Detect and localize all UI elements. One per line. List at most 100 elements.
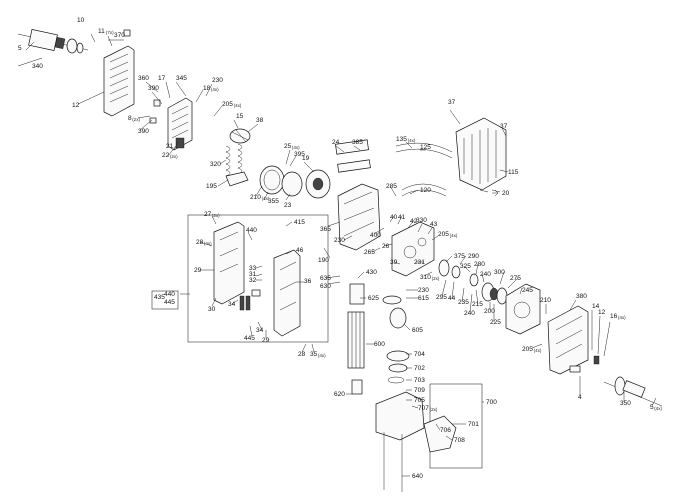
part-label-600: 600 [374,341,385,348]
part-label-qty-27: (2x) [212,213,220,218]
part-label-340: 340 [32,63,43,70]
part-label-22: 22 [162,152,170,159]
part-label-345: 345 [176,75,187,82]
part-label-245: 245 [522,287,533,294]
part-label-43: 43 [430,221,438,228]
part-label-32: 32 [249,277,257,284]
part-label-440a: 440 [246,227,257,234]
part-label-135: 135 [396,136,407,143]
part-label-46: 46 [296,247,304,254]
part-label-4: 4 [578,394,582,401]
part-label-17: 17 [158,75,166,82]
part-label-37b: 37 [500,123,508,130]
part-label-240a: 240 [480,271,491,278]
part-label-702: 702 [414,365,425,372]
part-label-14: 14 [592,303,600,310]
armature-part [17,29,89,54]
part-label-285: 285 [386,183,397,190]
part-label-10: 10 [77,17,85,24]
part-label-390b: 390 [138,128,149,135]
part-label-qty-210a: (4x) [262,196,270,201]
part-label-12a: 12 [72,102,80,109]
part-label-12b: 12 [598,309,606,316]
cylinder-part [347,283,407,395]
part-label-700: 700 [486,399,497,406]
right-housing-part [547,305,600,375]
part-label-615: 615 [418,295,429,302]
part-label-355: 355 [268,198,279,205]
rear-housing-part [103,29,135,117]
output-shaft-part [603,376,663,407]
part-label-350: 350 [620,400,631,407]
part-label-qty-135: (4x) [408,138,416,143]
lower-bracket-part [375,350,457,492]
part-label-31: 31 [249,271,257,278]
part-label-25: 25 [284,143,292,150]
part-label-115: 115 [508,169,519,176]
part-label-231: 231 [414,259,425,266]
part-label-225: 225 [490,319,501,326]
part-label-190: 190 [318,257,329,264]
stator-part [259,165,331,199]
part-label-365: 365 [320,226,331,233]
part-label-33: 33 [249,265,257,272]
part-label-310: 310 [420,274,431,281]
part-label-29a: 29 [194,267,202,274]
part-label-qty-16: (4x) [618,315,626,320]
handle-clip-part [395,142,453,197]
spring-part [225,143,249,187]
part-label-230c: 230 [418,287,429,294]
part-label-701: 701 [468,421,479,428]
part-label-34b: 34 [256,327,264,334]
part-label-44: 44 [448,295,456,302]
part-label-195: 195 [206,183,217,190]
part-label-qty-310: (2x) [432,276,440,281]
part-label-36: 36 [304,278,312,285]
part-label-30: 30 [208,306,216,313]
part-label-703: 703 [414,377,425,384]
fan-part [229,128,251,144]
part-label-8: 8 [128,115,132,122]
part-label-38: 38 [256,117,264,124]
part-label-265: 265 [364,249,375,256]
part-label-210b: 210 [540,297,551,304]
part-label-290: 290 [468,253,479,260]
part-label-qty-18: (4x) [211,87,219,92]
part-label-37a: 37 [448,99,456,106]
part-label-440b: 440 [164,291,175,298]
part-label-295: 295 [436,294,447,301]
part-label-39: 39 [390,259,398,266]
part-label-230a: 230 [212,77,223,84]
part-label-qty-8: (2x) [132,117,140,122]
part-label-215: 215 [472,301,483,308]
part-label-275: 275 [510,275,521,282]
part-label-205b: 205 [438,231,449,238]
part-label-630: 630 [320,283,331,290]
part-label-240b: 240 [464,310,475,317]
part-label-706: 706 [440,427,451,434]
part-label-28a: 28 [196,239,204,246]
part-label-21: 21 [166,143,174,150]
part-label-40: 40 [390,214,398,221]
part-label-445b: 445 [244,335,255,342]
part-label-5a: 5 [18,45,22,52]
part-label-16: 16 [610,313,618,320]
top-cover-part [455,117,507,193]
part-label-23: 23 [284,202,292,209]
part-label-200: 200 [484,308,495,315]
part-label-18: 18 [203,85,211,92]
part-label-15: 15 [236,113,244,120]
part-label-11: 11 [98,28,105,35]
part-label-370: 370 [114,32,125,39]
part-label-205a: 205 [222,101,233,108]
assembly-435-box [151,290,179,310]
part-label-qty-35: (4x) [318,353,326,358]
part-label-qty-205a: (4x) [234,103,242,108]
part-label-635: 635 [320,275,331,282]
arrow-indicator-icon [492,189,499,197]
part-label-400: 400 [370,232,381,239]
part-label-41: 41 [398,214,406,221]
part-label-430: 430 [366,269,377,276]
